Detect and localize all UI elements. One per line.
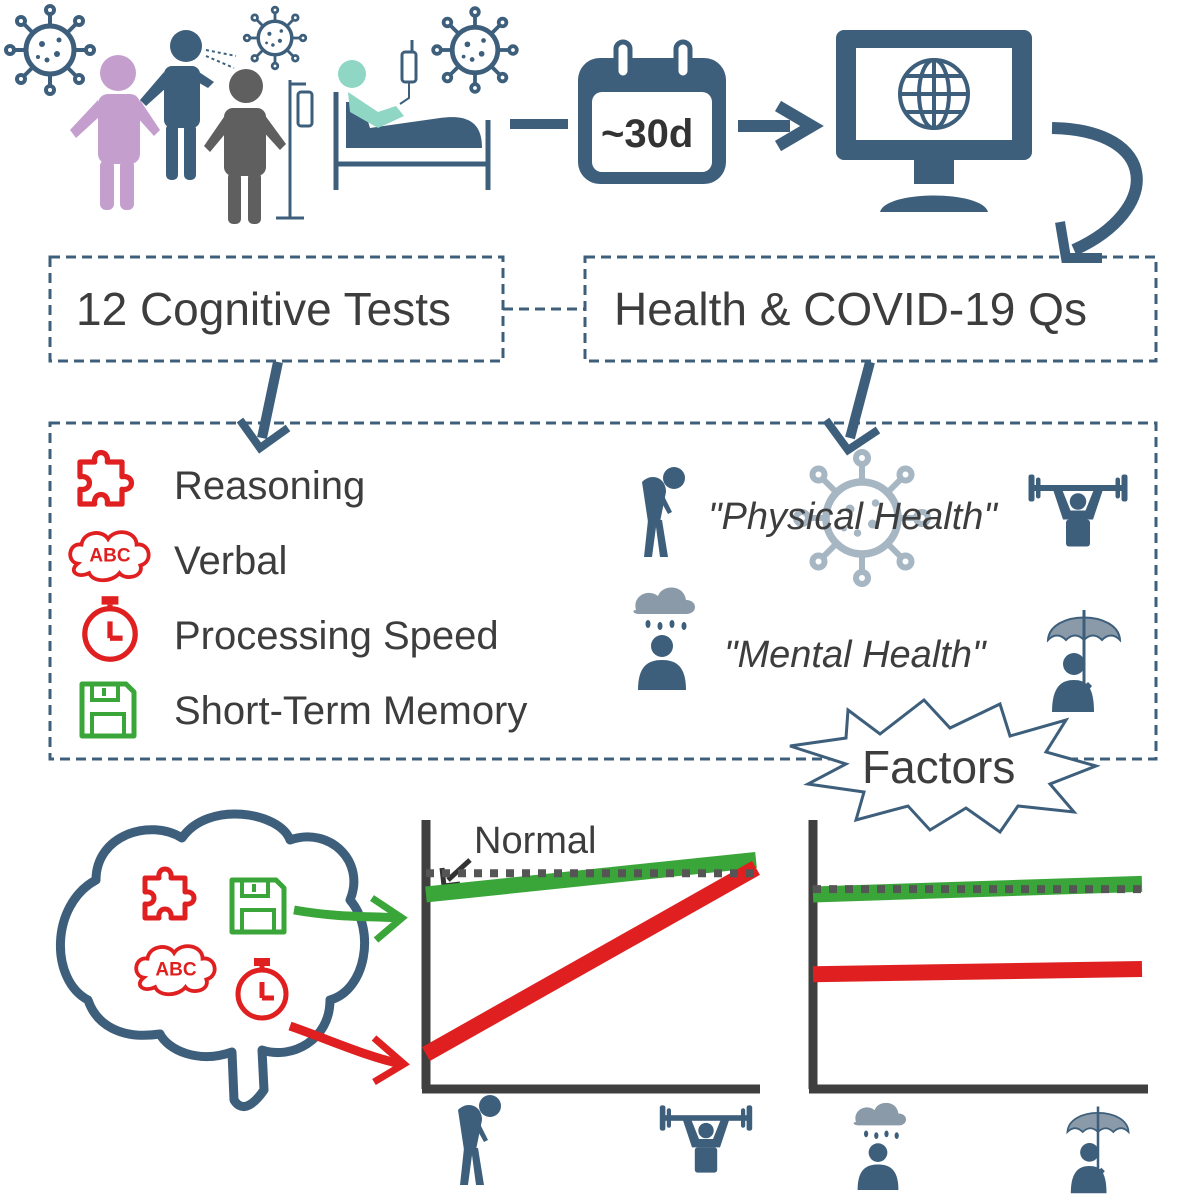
rain-cloud-person-icon: [633, 587, 695, 690]
abc-cloud-icon: [134, 944, 217, 997]
puzzle-icon: [80, 453, 131, 504]
chart-1-plot: [422, 851, 760, 1062]
domain-label-short-term-memory: Short-Term Memory: [174, 689, 528, 733]
calendar-days-label: ~30d: [601, 112, 694, 156]
person-icon: [70, 55, 160, 210]
hospital-bed-icon: [333, 40, 491, 190]
puzzle-icon: [145, 869, 194, 918]
umbrella-person-icon: [1066, 1105, 1130, 1195]
elderly-person-icon: [204, 69, 286, 224]
green-arrow-icon: [293, 895, 408, 943]
arrow-icon: [738, 100, 824, 152]
chart-2-axes: [808, 820, 1148, 1094]
calendar-icon: [578, 39, 726, 184]
physical-health-factor: "Physical Health": [708, 496, 997, 538]
virus-icon: [433, 8, 517, 92]
iv-stand-icon: [276, 80, 314, 220]
chart-2-plot: [812, 875, 1143, 983]
abc-cloud-icon: [68, 530, 151, 583]
domain-label-reasoning: Reasoning: [174, 464, 366, 508]
red-arrow-icon: [288, 1021, 410, 1086]
domains-factors-box: [48, 421, 1158, 761]
red-series-line: [812, 960, 1143, 983]
mental-health-factor: "Mental Health": [724, 634, 986, 676]
down-arrow-icon: [236, 360, 291, 454]
virus-icon: [6, 6, 94, 94]
stopwatch-icon: [85, 596, 135, 659]
stooped-person-icon: [642, 467, 685, 557]
domain-label-verbal: Verbal: [174, 539, 288, 583]
red-series-line: [422, 860, 760, 1062]
stopwatch-icon: [238, 958, 286, 1018]
infection-scene: [6, 6, 517, 224]
chart-1-axes: [421, 820, 760, 1094]
domain-label-processing-speed: Processing Speed: [174, 614, 499, 658]
factors-starburst: [789, 697, 1101, 835]
stooped-person-icon: [458, 1095, 501, 1185]
down-arrow-icon: [822, 360, 881, 456]
cognitive-tests-title: 12 Cognitive Tests: [76, 283, 452, 335]
weightlifter-icon: [659, 1105, 753, 1173]
factors-title: Factors: [862, 741, 1016, 793]
curved-arrow-icon: [1051, 122, 1143, 263]
virus-icon: [242, 5, 308, 71]
floppy-disk-icon: [232, 880, 284, 932]
coughing-person-icon: [140, 30, 237, 180]
weightlifter-icon: [1028, 474, 1128, 547]
umbrella-person-icon: [1046, 608, 1122, 714]
floppy-disk-icon: [82, 684, 134, 736]
brain-outline: [56, 809, 369, 1111]
normal-annotation: Normal: [474, 820, 597, 862]
globe-icon: [898, 58, 970, 130]
rain-cloud-person-icon: [853, 1102, 907, 1190]
health-questions-title: Health & COVID-19 Qs: [614, 283, 1087, 335]
